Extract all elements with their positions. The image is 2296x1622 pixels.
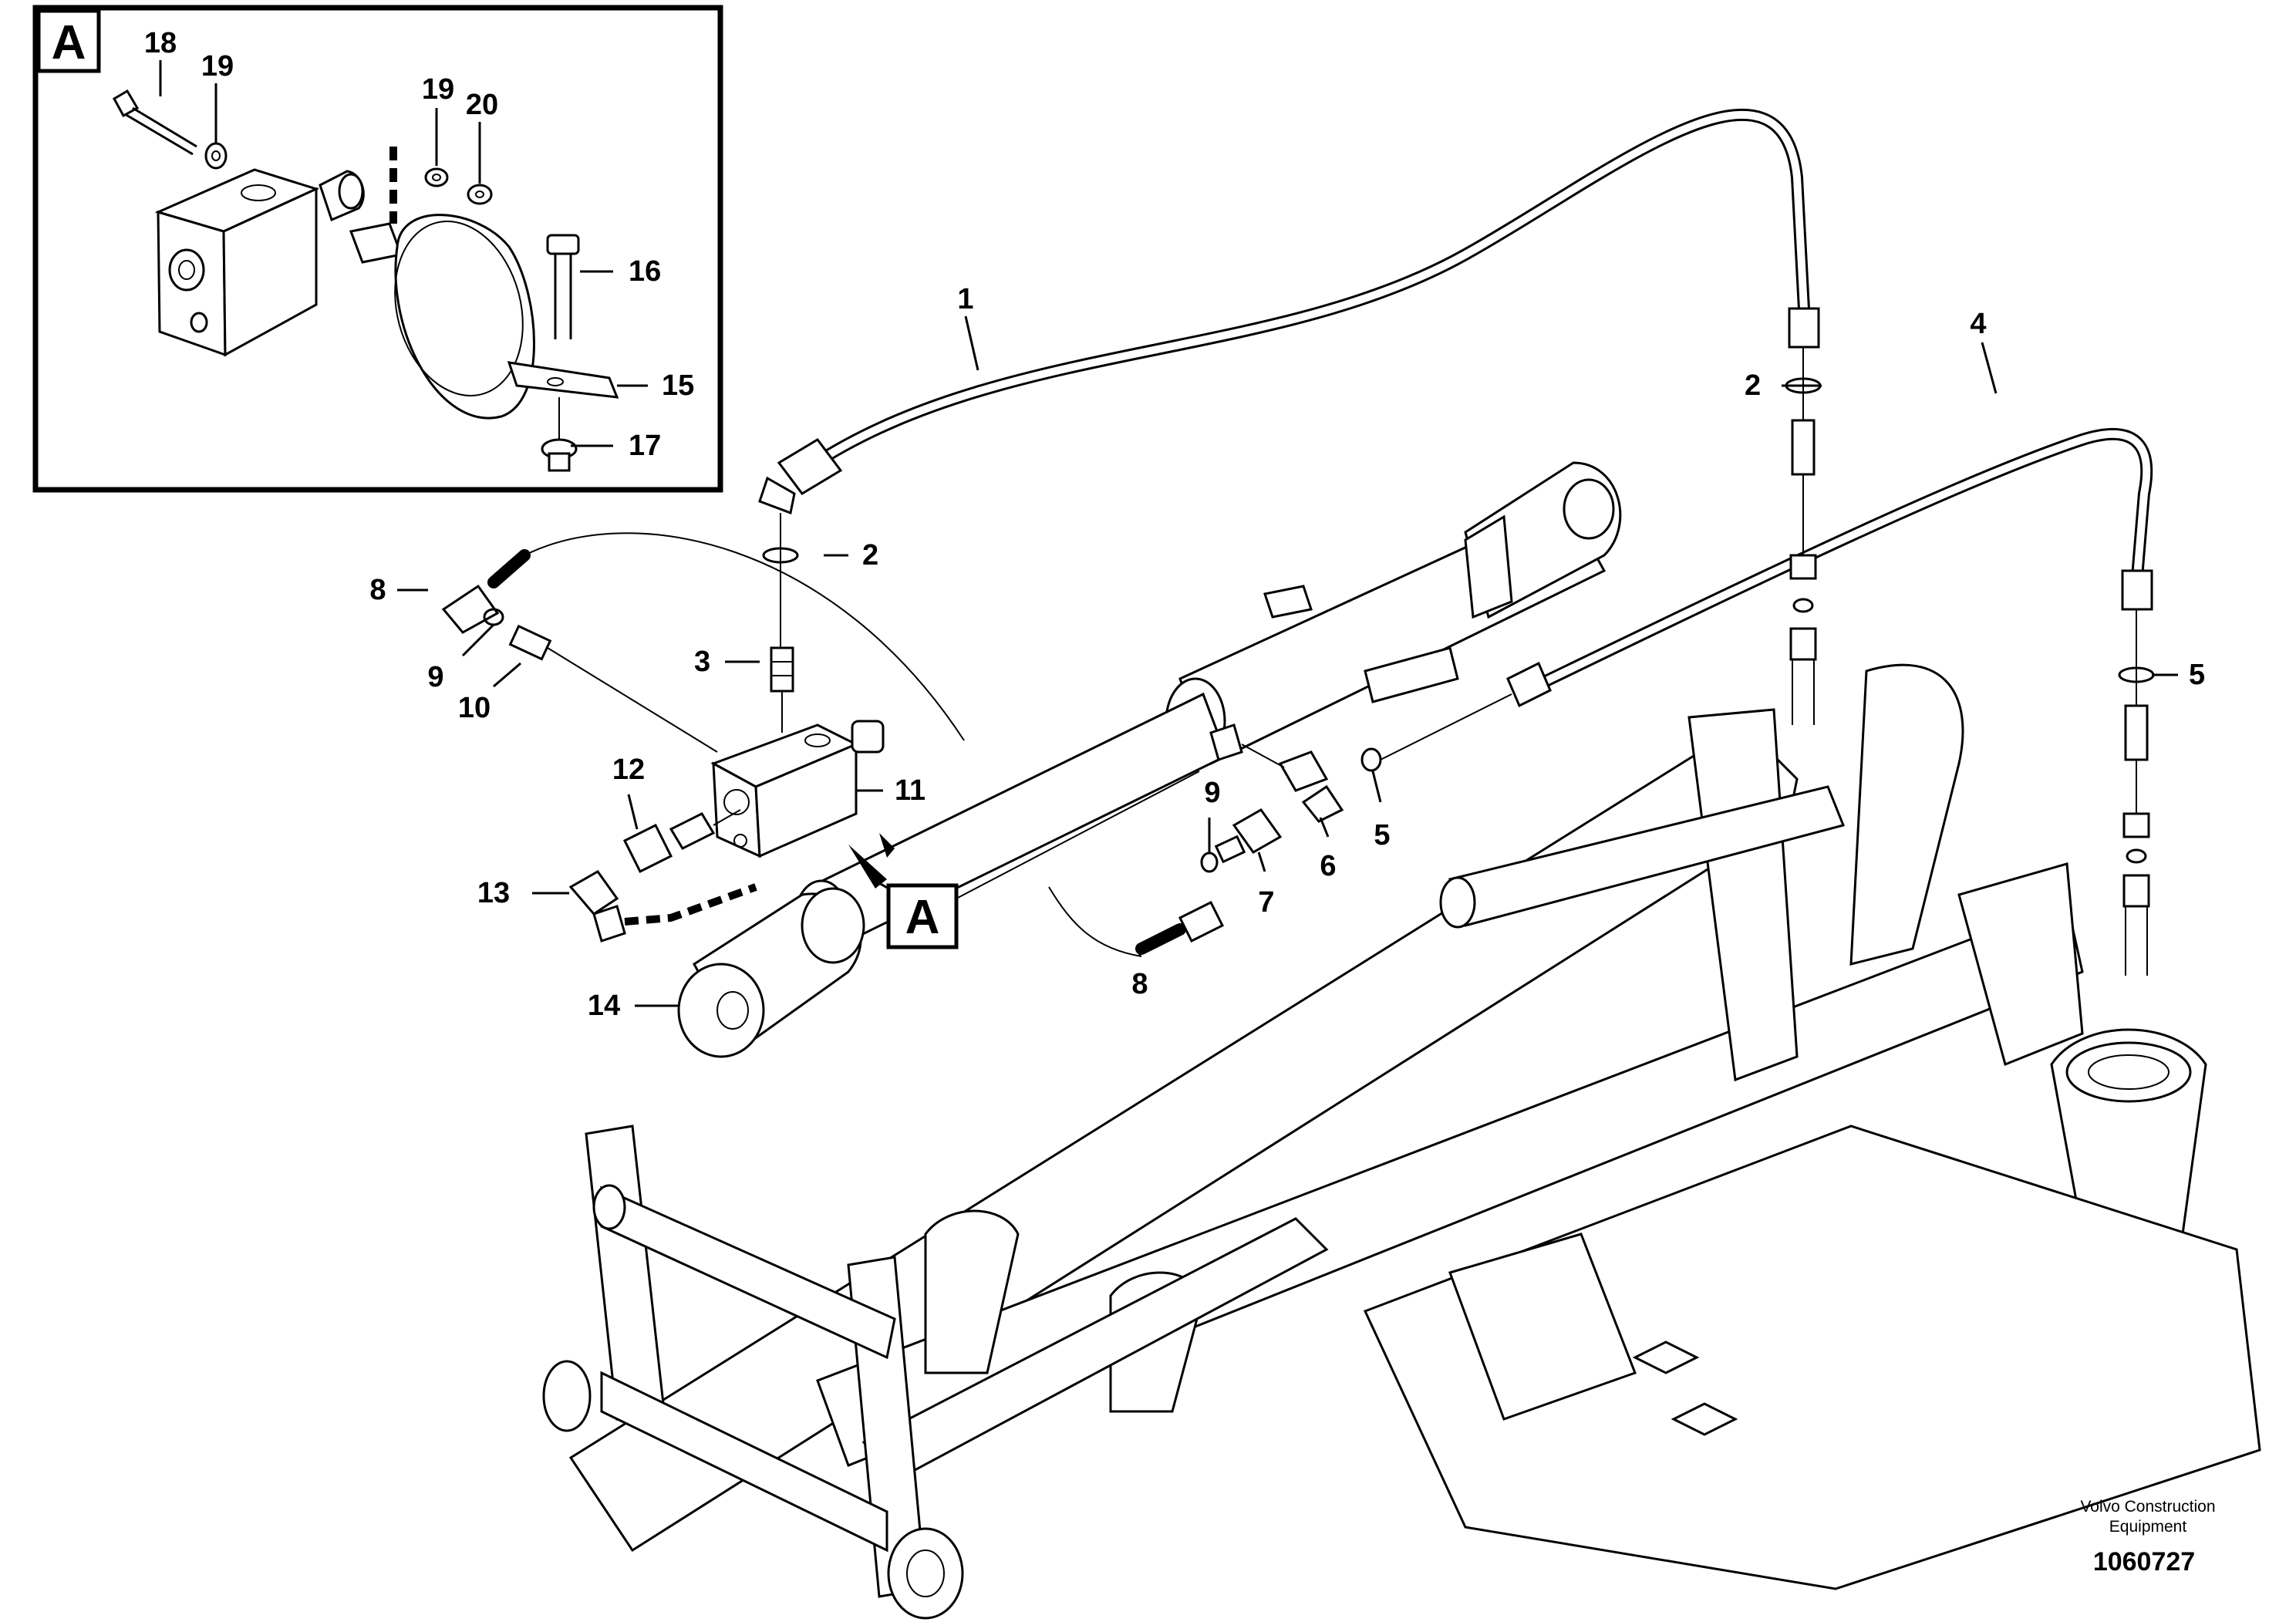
- callout-9-left: 9: [427, 661, 443, 693]
- callout-11: 11: [895, 774, 925, 807]
- fitting-12: [622, 812, 716, 874]
- inset-valve-block: [154, 168, 365, 357]
- screw-16: [546, 234, 580, 339]
- hose-4: [1506, 427, 2153, 708]
- cylinder-base-14: [677, 887, 865, 1058]
- callout-5-mid: 5: [1374, 819, 1390, 851]
- fitting-7: [1214, 808, 1283, 864]
- washer-19-inset-right: [424, 167, 449, 187]
- brand-line-2: Equipment: [2109, 1518, 2187, 1536]
- callout-16: 16: [629, 255, 661, 288]
- callout-2-right: 2: [1745, 369, 1761, 402]
- fitting-13: [568, 870, 626, 943]
- fitting-6: [1278, 750, 1344, 823]
- o-ring-5-mid: [1360, 747, 1382, 772]
- callout-15: 15: [662, 369, 694, 402]
- callout-17: 17: [629, 430, 661, 462]
- hose-8-lower: [1048, 886, 1225, 957]
- callout-7: 7: [1258, 886, 1274, 919]
- loader-frame: [542, 663, 2261, 1620]
- clamp-15: [349, 214, 619, 420]
- callout-19-upper: 19: [201, 50, 234, 83]
- callout-14: 14: [588, 990, 620, 1022]
- callout-19-right: 19: [422, 73, 454, 106]
- callout-5-right: 5: [2189, 659, 2205, 691]
- callout-numbers: 1 2 2 3 4 5 5 6 7 8 8 9 9 10 11 12 13 14…: [144, 27, 2205, 1022]
- hose-1: [758, 108, 1820, 515]
- callout-13: 13: [477, 877, 510, 909]
- fitting-3: [770, 646, 794, 693]
- callout-6: 6: [1320, 850, 1336, 882]
- nut-17: [541, 397, 578, 472]
- document-number: 1060727: [2093, 1547, 2195, 1576]
- callout-8-upper: 8: [369, 574, 386, 606]
- detail-reference-a: A: [848, 771, 1200, 949]
- callout-20: 20: [466, 89, 498, 121]
- hose-8-upper: [441, 532, 965, 741]
- fitting-stack-right-2: [2118, 609, 2155, 976]
- valve-block-11: [710, 720, 885, 858]
- bolt-18: [112, 89, 197, 156]
- brand-line-1: Volvo Construction: [2080, 1498, 2215, 1516]
- fitting-stack-right-1: [1785, 347, 1822, 725]
- detail-inset: A: [32, 5, 723, 493]
- washer-19-upper: [204, 142, 228, 170]
- callout-leaders: [159, 60, 2178, 1007]
- fitting-10: [508, 624, 552, 661]
- callout-1: 1: [957, 283, 973, 315]
- callout-18: 18: [144, 27, 177, 59]
- callout-3: 3: [694, 646, 710, 678]
- callout-12: 12: [612, 754, 645, 786]
- callout-8-lower: 8: [1131, 968, 1148, 1000]
- o-ring-9-mid: [1200, 851, 1219, 873]
- inset-label-a: A: [52, 16, 86, 69]
- callout-4: 4: [1970, 308, 1986, 340]
- nut-20: [467, 184, 493, 205]
- main-label-a: A: [905, 891, 940, 944]
- callout-2-left: 2: [862, 539, 878, 572]
- footer: Volvo Construction Equipment 1060727: [2080, 1498, 2215, 1576]
- callout-10: 10: [458, 692, 491, 724]
- callout-9-mid: 9: [1204, 777, 1220, 809]
